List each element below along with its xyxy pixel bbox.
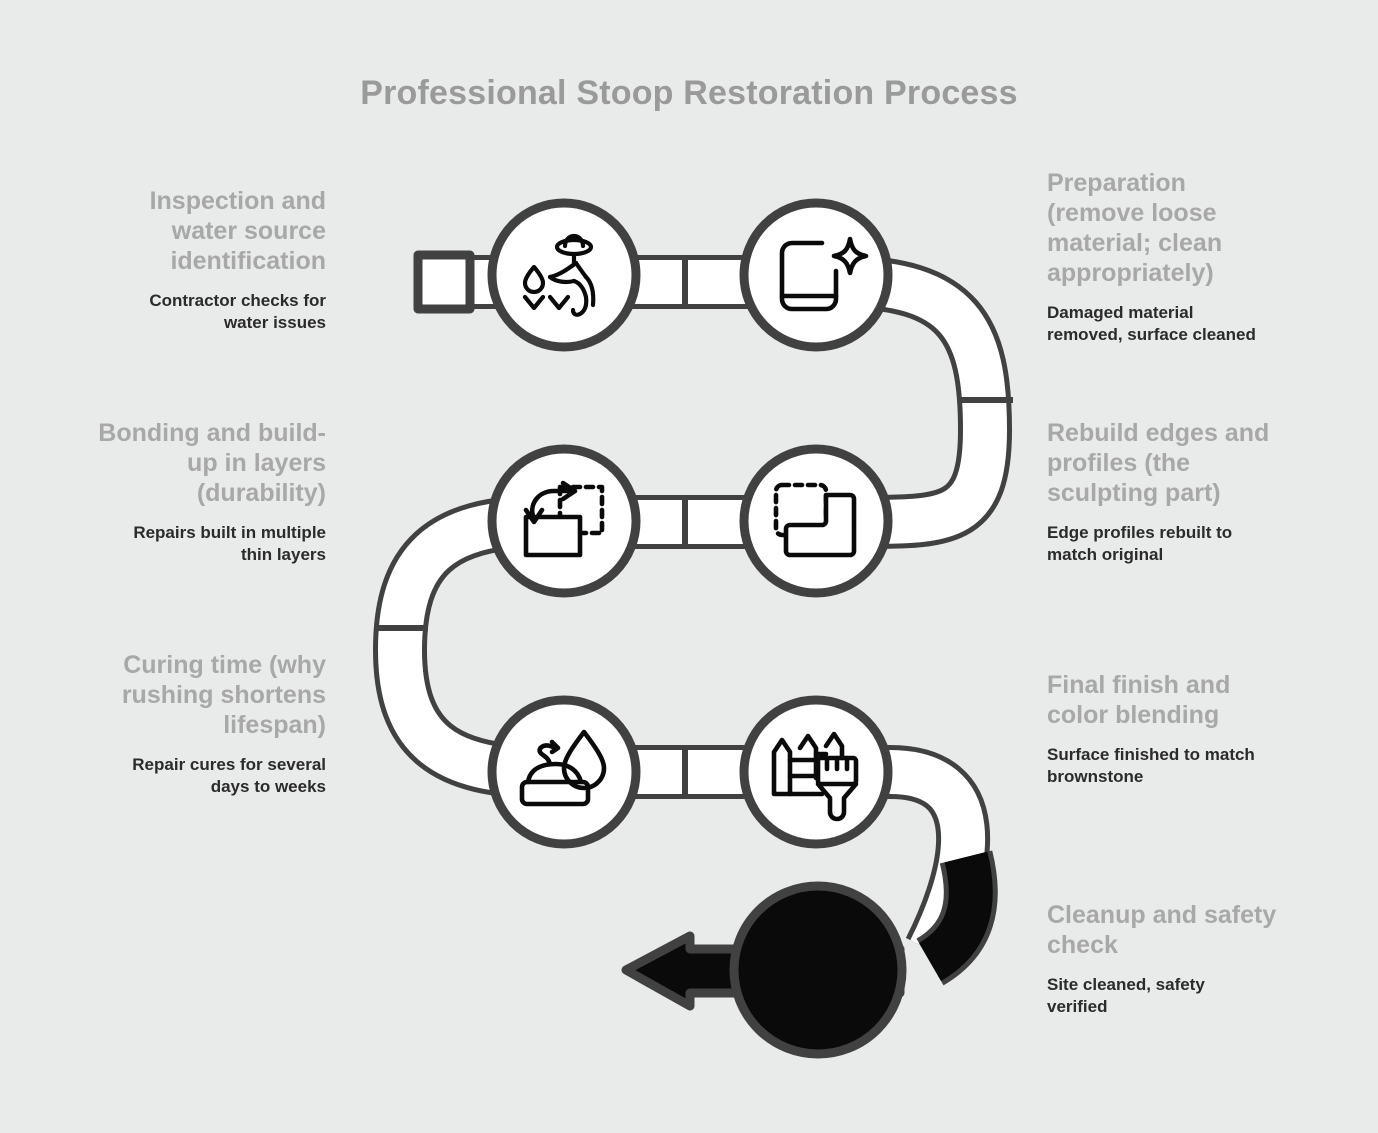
step-desc-7: Site cleaned, safety verified	[1047, 975, 1205, 1016]
ribbon-outline	[373, 255, 1012, 963]
step-title-1: Inspection and water source identificati…	[149, 187, 326, 275]
final-black-tail-fill	[918, 851, 993, 982]
node-circle-2[interactable]	[739, 198, 893, 352]
step-desc-6: Surface finished to match brownstone	[1047, 745, 1255, 786]
ribbon-segment-dividers	[376, 256, 1013, 798]
step-title-5: Curing time (why rushing shortens lifesp…	[121, 651, 326, 739]
resize-layers-arrow-icon	[523, 480, 605, 558]
step-label-6: Final finish and color blending Surface …	[1047, 670, 1347, 788]
ribbon-body	[373, 250, 1013, 963]
inspector-water-droplets-icon	[522, 233, 596, 317]
ribbon-start-tail	[413, 250, 475, 314]
step-label-4: Rebuild edges and profiles (the sculptin…	[1047, 418, 1347, 566]
step-title-7: Cleanup and safety check	[1047, 901, 1277, 959]
clean-surface-sparkle-icon	[779, 236, 869, 312]
fence-paintbrush-icon	[771, 731, 859, 822]
page-title: Professional Stoop Restoration Process	[360, 74, 1018, 112]
step-desc-2: Damaged material removed, surface cleane…	[1047, 303, 1256, 344]
step-label-1: Inspection and water source identificati…	[30, 186, 326, 334]
node-circle-7[interactable]	[729, 881, 907, 1059]
edge-profile-shape-icon	[773, 482, 857, 558]
step-title-2: Preparation (remove loose material; clea…	[1047, 169, 1223, 287]
mortar-mound-waterdrop-icon	[519, 729, 607, 807]
step-desc-5: Repair cures for several days to weeks	[132, 755, 326, 796]
step-label-3: Bonding and build- up in layers (durabil…	[30, 418, 326, 566]
step-desc-1: Contractor checks for water issues	[149, 291, 326, 332]
step-label-7: Cleanup and safety check Site cleaned, s…	[1047, 900, 1357, 1018]
step-title-4: Rebuild edges and profiles (the sculptin…	[1047, 419, 1270, 507]
ribbon-fill	[378, 260, 1007, 960]
step-label-2: Preparation (remove loose material; clea…	[1047, 168, 1347, 346]
step-title-6: Final finish and color blending	[1047, 671, 1231, 729]
step-desc-3: Repairs built in multiple thin layers	[133, 523, 326, 564]
step-desc-4: Edge profiles rebuilt to match original	[1047, 523, 1233, 564]
step-label-5: Curing time (why rushing shortens lifesp…	[30, 650, 326, 798]
node-circle-4[interactable]	[739, 444, 893, 598]
step-title-3: Bonding and build- up in layers (durabil…	[98, 419, 326, 507]
node-circle-1[interactable]	[487, 198, 641, 352]
node-circles	[487, 198, 907, 1059]
